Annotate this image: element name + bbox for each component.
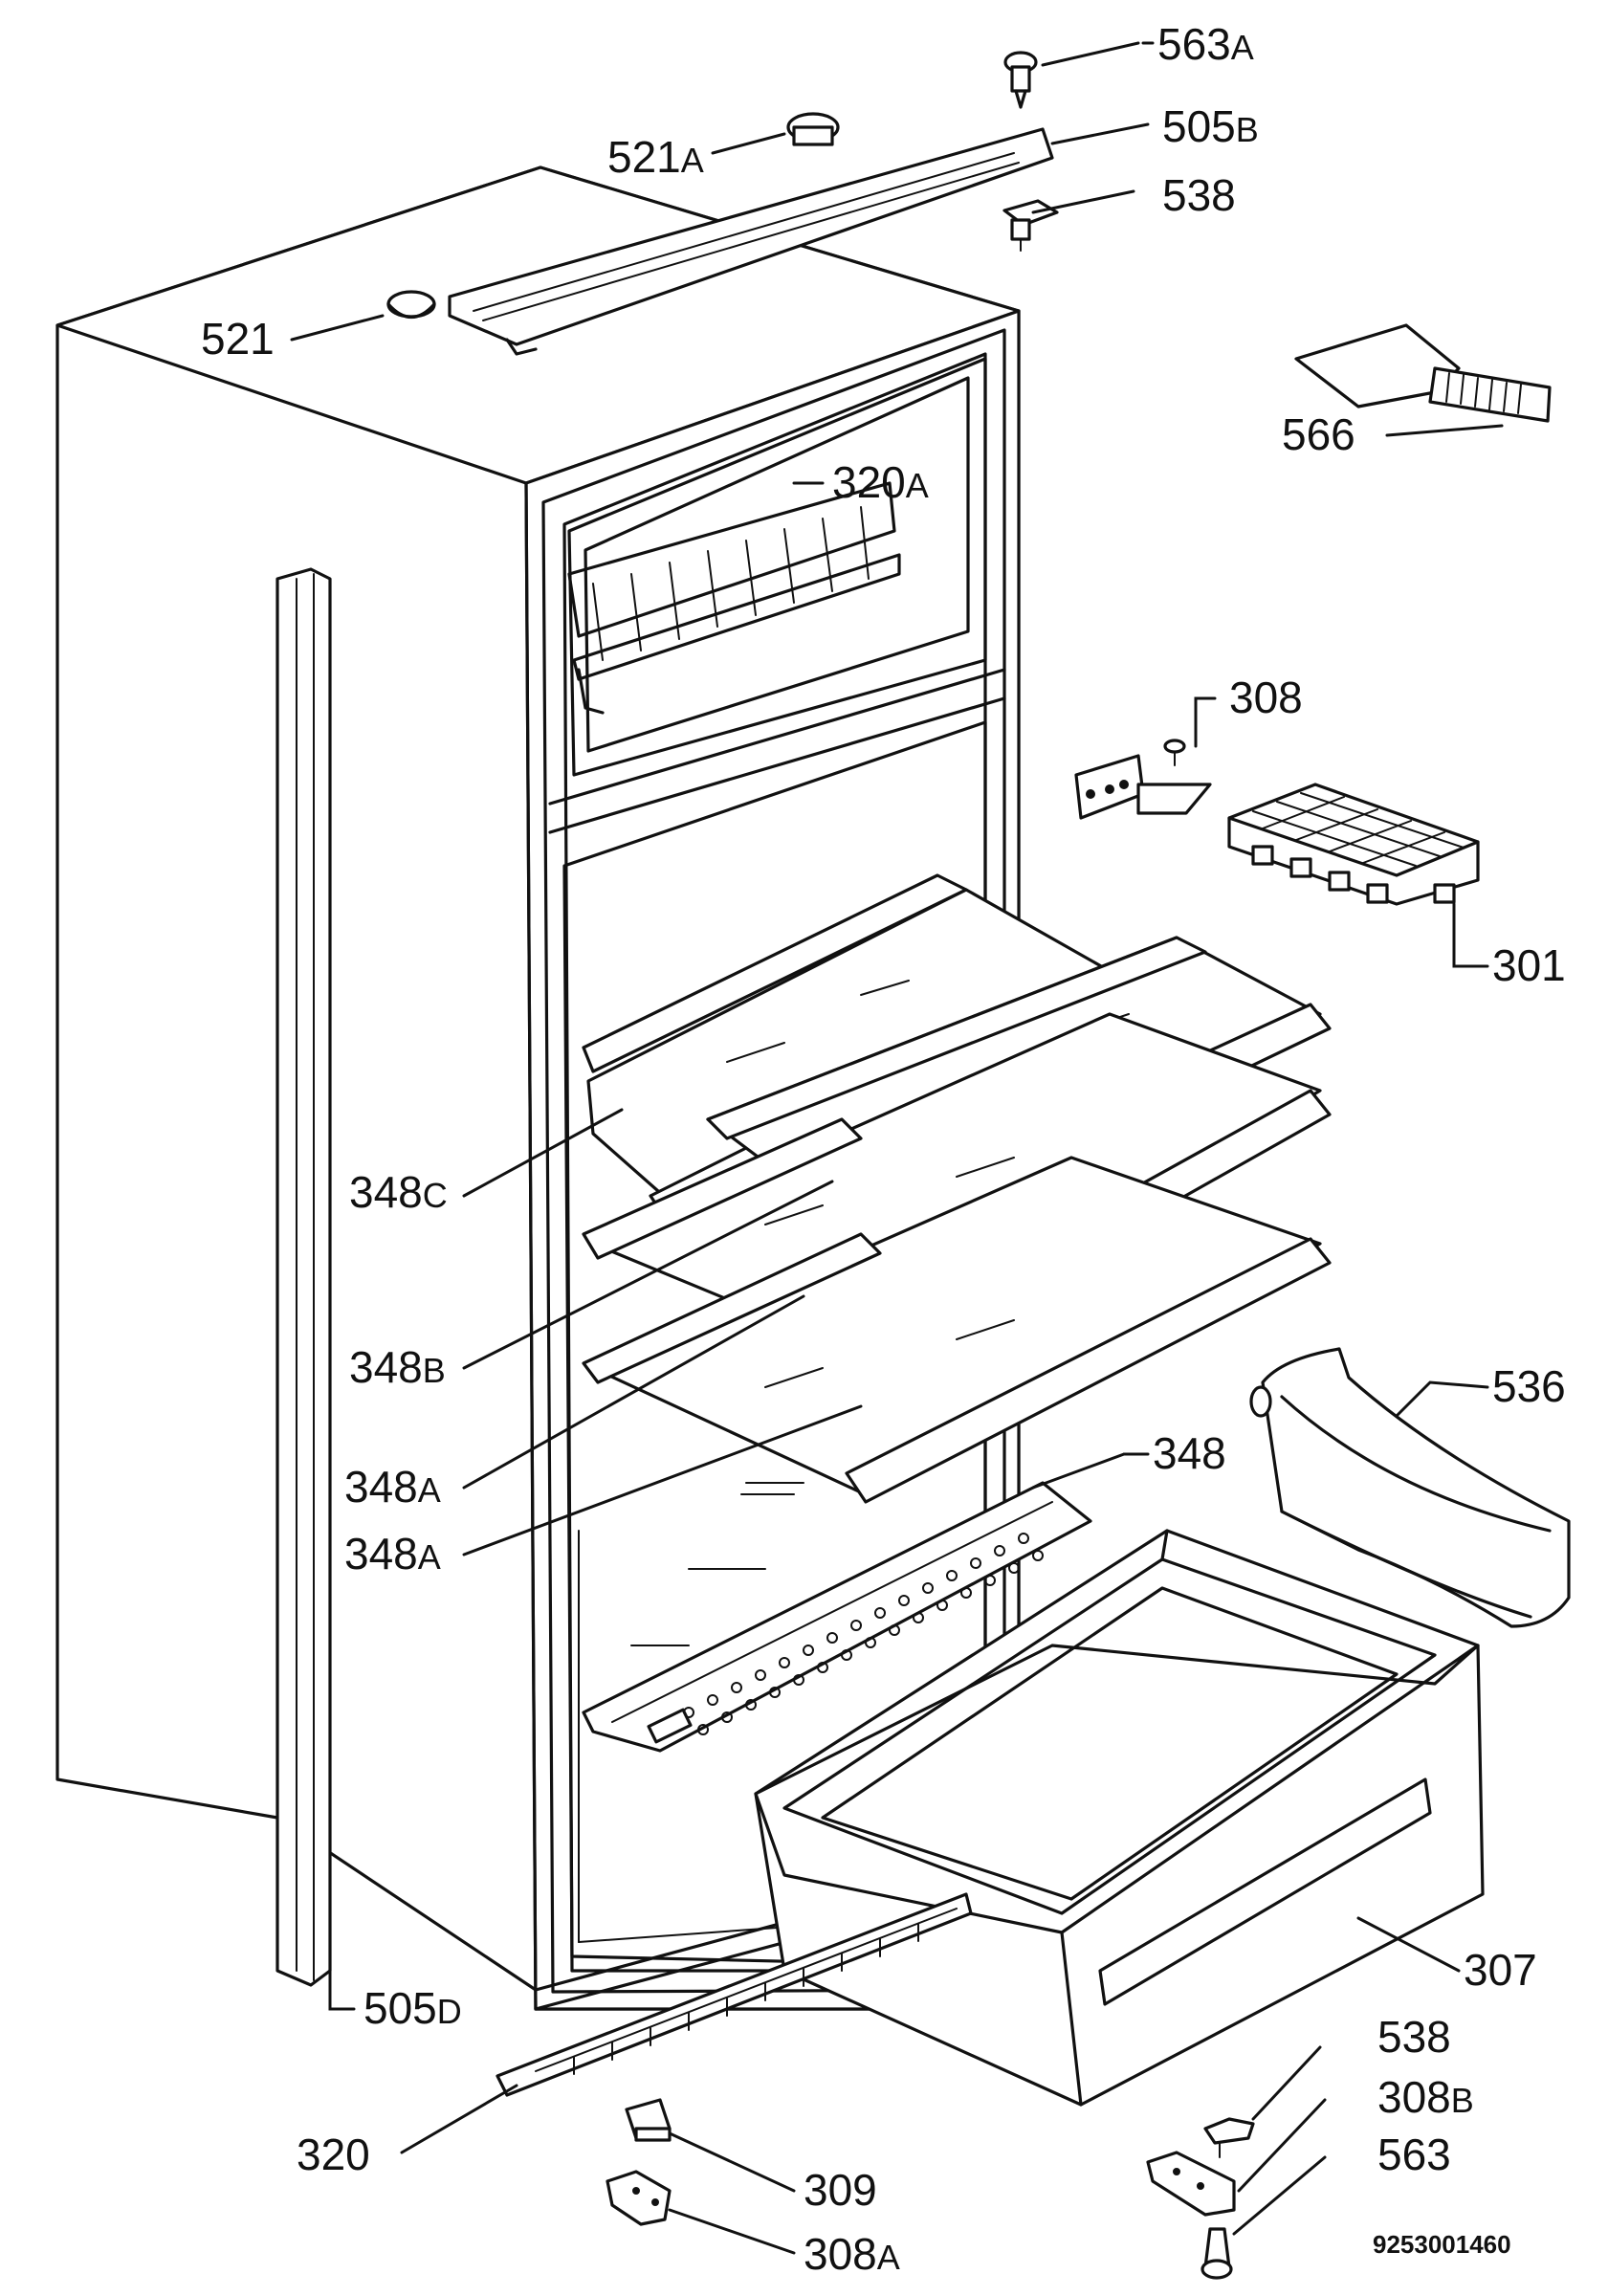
- crisper-cover-348: [582, 1481, 1092, 1753]
- callout-538-bottom: 538: [1377, 2012, 1451, 2062]
- ice-cube-tray-301: [1227, 783, 1480, 906]
- screw-563: [1200, 2227, 1233, 2280]
- vent-holes: [683, 1533, 1044, 1735]
- hinge-bracket-308B: [1146, 2151, 1236, 2217]
- cap-309: [625, 2098, 672, 2142]
- callout-566: 566: [1282, 409, 1355, 459]
- callout-348: 348: [1153, 1428, 1226, 1478]
- callout-538-top: 538: [1162, 170, 1236, 220]
- callout-320A: 320A: [832, 457, 929, 507]
- callout-348A-1: 348A: [344, 1462, 441, 1512]
- hinge-538-top: [1002, 199, 1059, 252]
- callout-348B: 348B: [349, 1342, 446, 1392]
- callout-308B: 308B: [1377, 2072, 1474, 2122]
- door-rail-320: [496, 1892, 973, 2097]
- bottom-shelf-lines: [630, 1482, 804, 1646]
- hinge-bracket-308A: [606, 2170, 672, 2226]
- top-cover-strip: [448, 127, 1054, 356]
- callout-301: 301: [1492, 940, 1566, 990]
- drawing-reference-number: 9253001460: [1373, 2230, 1511, 2259]
- callout-labels: 563A 505B 521A 538 521 566 320A 308 301 …: [201, 19, 1566, 2279]
- callout-521: 521: [201, 314, 275, 364]
- hinge-bracket-308: [1074, 739, 1212, 820]
- callout-308: 308: [1229, 673, 1303, 722]
- callout-320: 320: [297, 2130, 370, 2179]
- callout-536: 536: [1492, 1361, 1566, 1411]
- callout-505D: 505D: [363, 1983, 462, 2033]
- callout-563: 563: [1377, 2130, 1451, 2179]
- crisper-drawer-307: [754, 1529, 1485, 2107]
- leader-lines: [290, 41, 1504, 2255]
- ice-scraper-566: [1294, 323, 1552, 423]
- door-bin-536: [1249, 1347, 1571, 1628]
- callout-309: 309: [804, 2165, 877, 2215]
- callout-348A-2: 348A: [344, 1529, 441, 1578]
- hinge-538-bottom: [1203, 2117, 1255, 2158]
- screw-563A: [1003, 51, 1038, 109]
- glass-shelf-348A: [582, 1156, 1332, 1504]
- callout-307: 307: [1464, 1945, 1537, 1995]
- freezer-wire-shelf: [567, 481, 901, 715]
- callout-308A: 308A: [804, 2229, 900, 2279]
- callout-563A: 563A: [1157, 19, 1254, 69]
- top-cap-521A: [786, 112, 840, 146]
- top-cap-521: [386, 290, 436, 319]
- callout-521A: 521A: [607, 132, 704, 182]
- callout-348C: 348C: [349, 1167, 448, 1217]
- callout-505B: 505B: [1162, 101, 1259, 151]
- door-seal-strip-505D: [275, 567, 332, 1987]
